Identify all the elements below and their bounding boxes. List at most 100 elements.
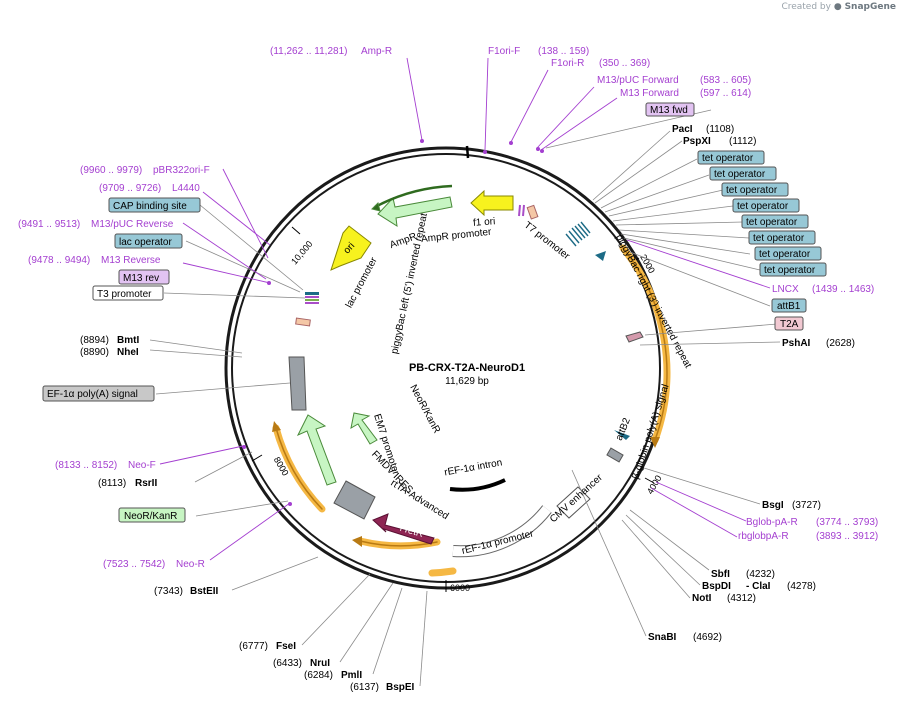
arrowhead-left: [272, 421, 281, 432]
ampr-dark-head: [371, 202, 381, 212]
lncx-primer: LNCX: [772, 284, 799, 295]
fsei-label: FseI: [276, 641, 296, 652]
amp-r-primer: Amp-R: [361, 46, 392, 57]
arc-left-core: [275, 427, 323, 510]
origin-tick: [465, 145, 470, 159]
f1ori-r-primer: F1ori-R: [551, 58, 584, 69]
cap-binding-label: CAP binding site: [113, 201, 187, 212]
neor-kanr-box: [118, 507, 186, 523]
amp-r-range: (11,262 .. 11,281): [270, 46, 347, 57]
cmv-enhancer-block: [556, 486, 591, 519]
green-features: [296, 184, 453, 486]
neo-r-primer: Neo-R: [176, 559, 205, 570]
pb3-marker-2: [522, 204, 525, 217]
snapgene-logo-icon: ●: [833, 2, 842, 12]
sbfi-pos: (4232): [746, 569, 775, 580]
m13puc-fwd-range: (583 .. 605): [700, 75, 751, 86]
t3-promoter-label: T3 promoter: [97, 289, 152, 300]
em7-arrow: [296, 414, 337, 486]
attb1-label: attB1: [777, 301, 801, 312]
lac-promoter-marker: [295, 317, 311, 327]
svg-text:tet operator: tet operator: [726, 185, 778, 196]
sbfi-label: SbfI: [711, 569, 730, 580]
neo-f-range: (8133 .. 8152): [55, 460, 117, 471]
neor-arrow: [350, 412, 378, 445]
pspxi-label: PspXI: [683, 136, 711, 147]
fmdv-ires-block: [333, 480, 376, 520]
noti-pos: (4312): [727, 593, 756, 604]
rbglob-range: (3893 .. 3912): [816, 531, 878, 542]
coordinate-ticks: 2000 4000 6000 8000 10,000: [251, 226, 664, 593]
snabi-pos: (4692): [693, 632, 722, 643]
primer-leader-lines: [159, 57, 771, 561]
f1ori-r-range: (138 .. 159): [538, 46, 589, 57]
fsei-pos: (6777): [239, 641, 268, 652]
neo-r-range: (7523 .. 7542): [103, 559, 165, 570]
pbr322-range: (9960 .. 9979): [80, 165, 142, 176]
ef1a-polya-box: [42, 385, 155, 402]
f1ori-f-primer: F1ori-F: [488, 46, 520, 57]
rtetr-arrow: [372, 513, 435, 545]
f1-ori-label: f1 ori: [473, 216, 496, 229]
f1ori-r-range2: (350 .. 369): [599, 58, 650, 69]
m13puc-rev-primer: M13/pUC Reverse: [91, 219, 174, 230]
t3-promoter-box: [92, 285, 164, 301]
t2a-marker: [625, 331, 644, 343]
arrowhead-upper-right: [650, 437, 660, 448]
m13puc-rev-range: (9491 .. 9513): [18, 219, 80, 230]
svg-text:tet operator: tet operator: [737, 201, 789, 212]
pspxi-pos: (1112): [729, 136, 756, 147]
clai-label: - ClaI: [746, 581, 771, 592]
tick-4000: 4000: [645, 473, 664, 495]
ref1a-intron-label: rEF-1α intron: [444, 457, 504, 478]
snapgene-watermark: Created by ● SnapGene: [781, 2, 896, 12]
cap-binding-box: [108, 197, 201, 213]
bsgi-pos: (3727): [792, 500, 821, 511]
pmli-label: PmlI: [341, 670, 362, 681]
m13-rev-label: M13 rev: [123, 273, 159, 284]
bspei-pos: (6137): [350, 682, 379, 693]
m13-fwd-label: M13 fwd: [650, 105, 688, 116]
nrui-label: NruI: [310, 658, 330, 669]
svg-text:tet operator: tet operator: [746, 217, 798, 228]
arc-upper-right-core: [622, 247, 668, 441]
bsteii-pos: (7343): [154, 586, 183, 597]
ref1a-promoter-fill: [452, 505, 551, 557]
lncx-range: (1439 .. 1463): [812, 284, 874, 295]
pbr322-primer: pBR322ori-F: [153, 165, 210, 176]
paci-label: PacI: [672, 124, 693, 135]
bsteii-label: BstEII: [190, 586, 219, 597]
bspei-label: BspEI: [386, 682, 415, 693]
enzyme-leader-lines: [149, 109, 781, 687]
pshai-pos: (2628): [826, 338, 855, 349]
ref1a-intron-arc: [449, 478, 506, 492]
snabi-label: SnaBI: [648, 632, 677, 643]
svg-text:tet operator: tet operator: [759, 249, 811, 260]
arc-bottom: [428, 567, 457, 577]
tet-operator-boxes: tet operator tet operator tet operator t…: [697, 150, 827, 277]
lac-operator-label: lac operator: [119, 237, 172, 248]
svg-text:tet operator: tet operator: [753, 233, 805, 244]
tick-6000: 6000: [450, 583, 470, 593]
t7-promoter-label: T7 promoter: [522, 220, 572, 263]
ampr-promoter-label: AmpR promoter: [421, 227, 493, 245]
svg-text:tet operator: tet operator: [702, 153, 754, 164]
l4440-range: (9709 .. 9726): [99, 183, 161, 194]
primer-tick-marks: [242, 139, 544, 506]
ori-arrow: [330, 225, 372, 271]
m13-fwd-primer: M13 Forward: [620, 88, 679, 99]
attb2-arrow: [614, 430, 630, 440]
bsgi-label: BsgI: [762, 500, 784, 511]
m13puc-fwd-primer: M13/pUC Forward: [597, 75, 679, 86]
lac-promoter-label: lac promoter: [344, 255, 380, 310]
nrui-pos: (6433): [273, 658, 302, 669]
paci-pos: (1108): [706, 124, 734, 135]
svg-text:tet operator: tet operator: [764, 265, 816, 276]
t2a-label: T2A: [780, 319, 799, 330]
bspdi-pos: (4278): [787, 581, 816, 592]
neor-label: NeoR/KanR: [407, 383, 442, 435]
bglob-primer: Bglob-pA-R: [746, 517, 798, 528]
plasmid-size: 11,629 bp: [445, 376, 489, 387]
attb1-box: [771, 298, 807, 313]
